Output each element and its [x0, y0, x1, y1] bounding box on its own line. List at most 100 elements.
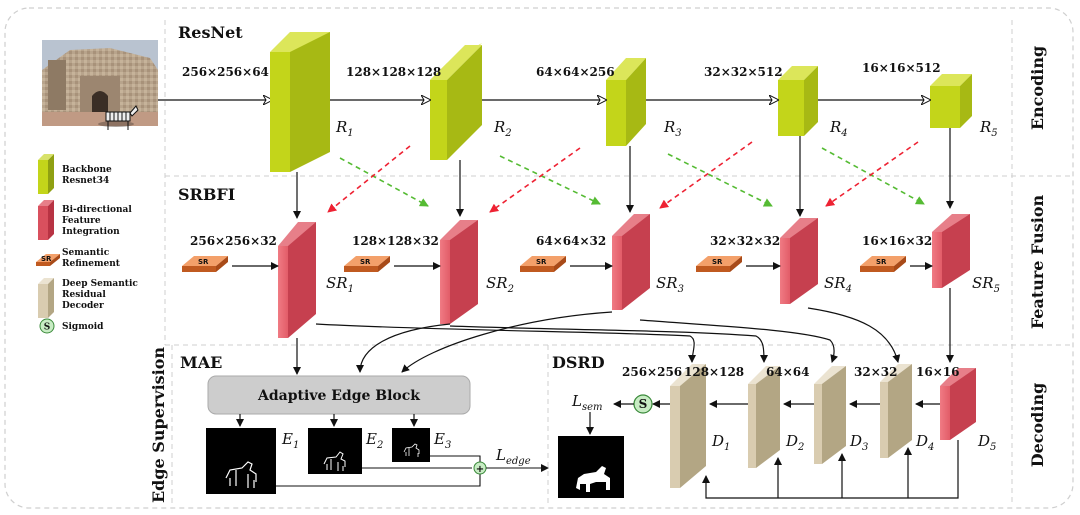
- dec-dim-3: 64×64: [766, 365, 809, 379]
- enc-dim-5: 16×16×512: [862, 61, 941, 75]
- enc-dim-2: 128×128×128: [346, 65, 441, 79]
- outer-frame: [4, 7, 1074, 509]
- legend-backbone-swatch: [38, 154, 54, 194]
- decoder-block-d5: [940, 368, 976, 440]
- fusion-blocks: [278, 214, 970, 338]
- fus-label-sr4: SR4: [824, 274, 852, 295]
- encoder-blocks: [270, 32, 972, 172]
- legend-sr-chip: SR: [36, 254, 60, 266]
- legend-decoder-swatch: [38, 278, 54, 318]
- resnet-title: ResNet: [178, 23, 243, 42]
- legend-semantic-line1: Semantic: [62, 248, 110, 258]
- enc-label-r2: R2: [493, 118, 512, 139]
- encoder-block-r3: [606, 58, 646, 146]
- sr-chips: SR SR SR SR SR: [182, 256, 906, 272]
- srbfi-title: SRBFI: [178, 185, 235, 204]
- fus-label-sr3: SR3: [656, 274, 684, 295]
- sr-chip-4: SR: [696, 256, 742, 272]
- edge-map-e3: [392, 428, 430, 462]
- legend-backbone-line2: Resnet34: [62, 176, 109, 186]
- fusion-block-sr1: [278, 222, 316, 338]
- adaptive-edge-block: [207, 375, 471, 415]
- sr-chip-1-text: SR: [198, 258, 209, 266]
- edge-supervision-label: Edge Supervision: [149, 347, 168, 503]
- fus-dim-3: 64×64×32: [536, 234, 606, 248]
- adaptive-edge-block-label: Adaptive Edge Block: [257, 388, 420, 404]
- legend-backbone-line1: Backbone: [62, 165, 112, 175]
- enc-dim-3: 64×64×256: [536, 65, 615, 79]
- legend-sr-text: SR: [41, 255, 52, 263]
- fus-dim-2: 128×128×32: [352, 234, 439, 248]
- legend-bfi-line1: Bi-directional: [62, 205, 132, 215]
- fusion-block-sr3: [612, 214, 650, 310]
- encoder-block-r4: [778, 66, 818, 136]
- edge-label-e1: E1: [281, 430, 299, 451]
- dec-label-d2: D2: [785, 432, 804, 453]
- sr-chip-4-text: SR: [712, 258, 723, 266]
- fusion-block-sr2: [440, 220, 478, 324]
- enc-dim-4: 32×32×512: [704, 65, 783, 79]
- encoder-block-r1: [270, 32, 330, 172]
- dec-dim-1: 256×256: [622, 365, 682, 379]
- enc-label-r5: R5: [979, 118, 998, 139]
- sr-chip-2-text: SR: [360, 258, 371, 266]
- enc-label-r1: R1: [335, 118, 354, 139]
- fus-dim-1: 256×256×32: [190, 234, 277, 248]
- dec-dim-4: 32×32: [854, 365, 897, 379]
- saliency-output-map: [558, 436, 624, 498]
- fusion-block-sr5: [932, 214, 970, 288]
- encoding-label: Encoding: [1028, 46, 1047, 130]
- decoder-block-d1: [670, 364, 706, 488]
- fus-dim-5: 16×16×32: [862, 234, 932, 248]
- plus-symbol: +: [476, 464, 484, 475]
- loss-sem-label: Lsem: [571, 392, 603, 413]
- input-image: [42, 40, 158, 130]
- fus-label-sr5: SR5: [972, 274, 1000, 295]
- sr-chip-1: SR: [182, 256, 228, 272]
- edge-label-e3: E3: [433, 430, 451, 451]
- legend-decoder-line3: Decoder: [62, 301, 104, 311]
- legend: Backbone Resnet34 Bi-directional Feature…: [36, 154, 138, 334]
- decoder-block-d2: [748, 366, 780, 468]
- legend-sigmoid-symbol: S: [44, 323, 51, 333]
- sr-chip-5: SR: [860, 256, 906, 272]
- sr-chip-3: SR: [520, 256, 566, 272]
- legend-bfi-swatch: [38, 200, 54, 240]
- sr-chip-3-text: SR: [536, 258, 547, 266]
- feature-fusion-label: Feature Fusion: [1028, 194, 1047, 329]
- sr-chip-2: SR: [344, 256, 390, 272]
- legend-bfi-line2: Feature: [62, 216, 101, 226]
- enc-label-r3: R3: [663, 118, 682, 139]
- fusion-block-sr4: [780, 218, 818, 304]
- decoder-block-d4: [880, 364, 912, 458]
- decoder-blocks: [670, 364, 976, 488]
- mae-title: MAE: [180, 353, 222, 372]
- dec-label-d5: D5: [977, 432, 996, 453]
- dec-label-d3: D3: [849, 432, 868, 453]
- fus-label-sr2: SR2: [486, 274, 514, 295]
- legend-semantic-line2: Refinement: [62, 259, 121, 269]
- encoder-block-r5: [930, 74, 972, 128]
- fus-dim-4: 32×32×32: [710, 234, 780, 248]
- legend-sigmoid-icon: [39, 318, 55, 334]
- edge-label-e2: E2: [365, 430, 383, 451]
- enc-dim-1: 256×256×64: [182, 65, 269, 79]
- decoding-label: Decoding: [1028, 383, 1047, 468]
- loss-edge-label: Ledge: [495, 446, 531, 467]
- enc-label-r4: R4: [829, 118, 848, 139]
- decoder-block-d3: [814, 366, 846, 464]
- legend-bfi-line3: Integration: [62, 227, 120, 237]
- fus-label-sr1: SR1: [326, 274, 354, 295]
- dsrd-title: DSRD: [552, 353, 605, 372]
- edge-map-e2: [308, 428, 362, 474]
- legend-decoder-line2: Residual: [62, 290, 106, 300]
- legend-decoder-line1: Deep Semantic: [62, 279, 138, 289]
- dec-label-d1: D1: [711, 432, 730, 453]
- sigmoid-symbol: S: [639, 397, 648, 411]
- dec-dim-5: 16×16: [916, 365, 959, 379]
- legend-sigmoid-label: Sigmoid: [62, 322, 104, 332]
- dec-dim-2: 128×128: [684, 365, 744, 379]
- sr-chip-5-text: SR: [876, 258, 887, 266]
- edge-map-e1: [206, 428, 276, 494]
